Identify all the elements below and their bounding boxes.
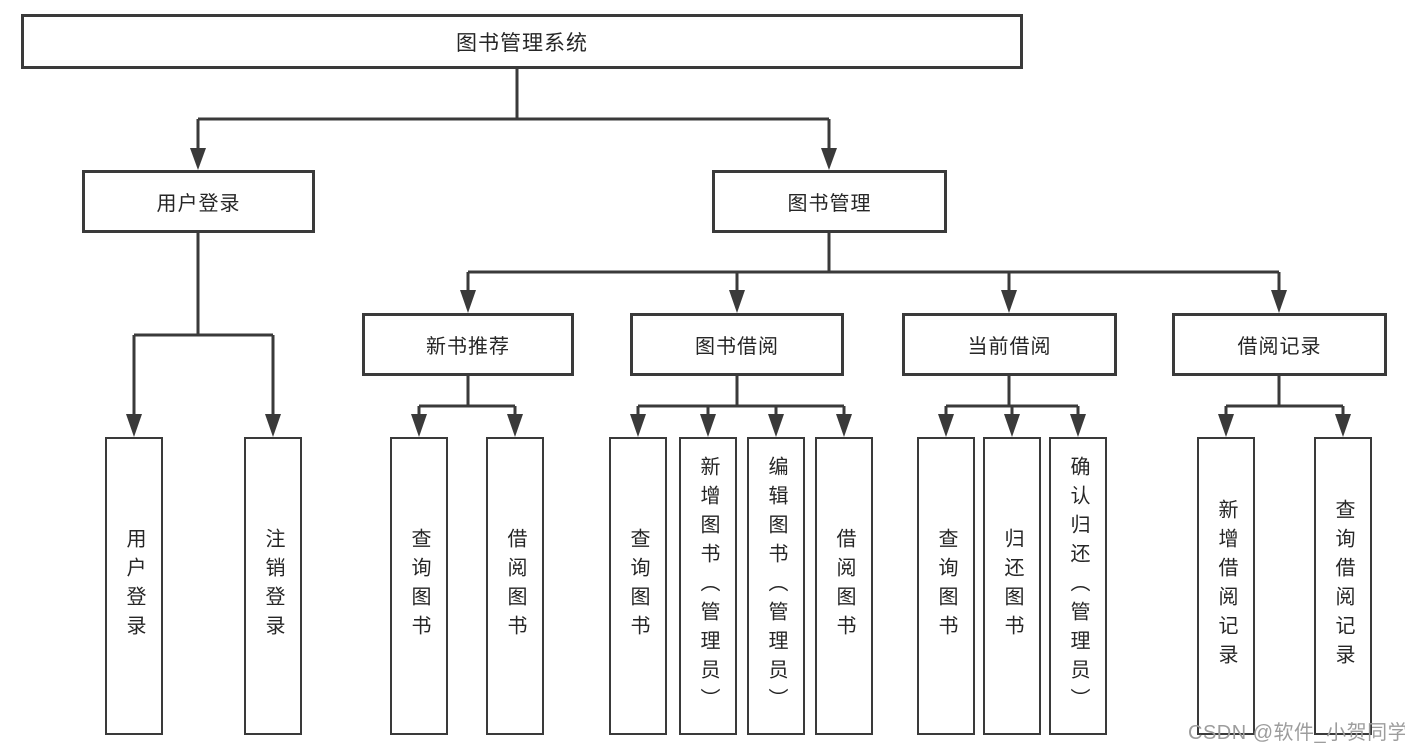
leaf-label: 借阅图书 xyxy=(833,528,855,644)
node-book-management: 图书管理 xyxy=(712,170,947,233)
leaf-borrow-query-books: 查询图书 xyxy=(609,437,667,735)
node-user-login: 用户登录 xyxy=(82,170,315,233)
leaf-label: 归还图书 xyxy=(1001,528,1023,644)
leaf-current-query-books: 查询图书 xyxy=(917,437,975,735)
leaf-records-query-record: 查询借阅记录 xyxy=(1314,437,1372,735)
node-book-borrow: 图书借阅 xyxy=(630,313,844,376)
leaf-newbook-borrow-books: 借阅图书 xyxy=(486,437,544,735)
leaf-label: 查询图书 xyxy=(627,528,649,644)
node-label: 图书借阅 xyxy=(695,336,779,358)
node-label: 新书推荐 xyxy=(426,336,510,358)
leaf-logout: 注销登录 xyxy=(244,437,302,735)
node-new-book-recommend: 新书推荐 xyxy=(362,313,574,376)
node-label: 当前借阅 xyxy=(967,336,1052,358)
leaf-newbook-query-books: 查询图书 xyxy=(390,437,448,735)
leaf-label: 借阅图书 xyxy=(504,528,526,644)
leaf-records-add-record: 新增借阅记录 xyxy=(1197,437,1255,735)
node-label: 用户登录 xyxy=(156,193,241,215)
leaf-label: 新增图书（管理员） xyxy=(697,455,719,717)
leaf-label: 编辑图书（管理员） xyxy=(765,455,787,717)
leaf-borrow-edit-books-admin: 编辑图书（管理员） xyxy=(747,437,805,735)
leaf-borrow-add-books-admin: 新增图书（管理员） xyxy=(679,437,737,735)
node-label: 图书管理系统 xyxy=(456,31,588,55)
leaf-label: 确认归还（管理员） xyxy=(1067,455,1089,717)
node-label: 图书管理 xyxy=(787,193,872,215)
leaf-label: 查询图书 xyxy=(408,528,430,644)
leaf-current-return-books: 归还图书 xyxy=(983,437,1041,735)
leaf-label: 新增借阅记录 xyxy=(1215,499,1237,673)
node-borrow-records: 借阅记录 xyxy=(1172,313,1387,376)
node-library-management-system: 图书管理系统 xyxy=(21,14,1023,69)
leaf-label: 查询图书 xyxy=(935,528,957,644)
node-current-borrow: 当前借阅 xyxy=(902,313,1117,376)
leaf-borrow-borrow-books: 借阅图书 xyxy=(815,437,873,735)
leaf-user-login: 用户登录 xyxy=(105,437,163,735)
node-label: 借阅记录 xyxy=(1237,336,1322,358)
leaf-current-confirm-return-admin: 确认归还（管理员） xyxy=(1049,437,1107,735)
leaf-label: 注销登录 xyxy=(262,528,284,644)
csdn-watermark: CSDN @软件_小贺同学 xyxy=(1188,722,1405,744)
leaf-label: 用户登录 xyxy=(123,528,145,644)
leaf-label: 查询借阅记录 xyxy=(1332,499,1354,673)
